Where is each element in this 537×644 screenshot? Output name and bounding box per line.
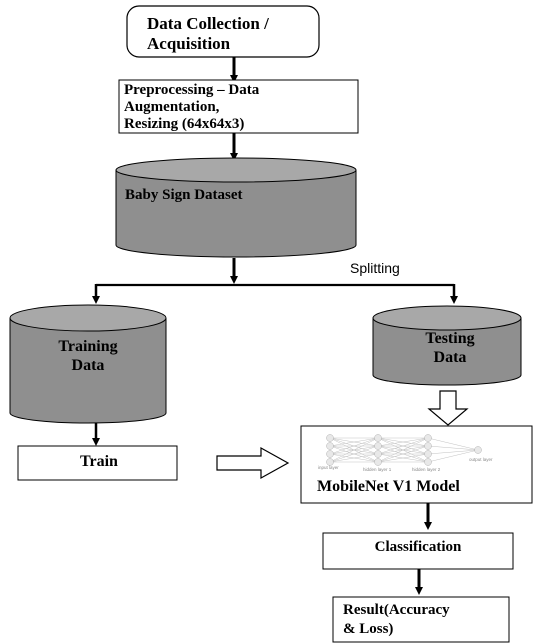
testing-data-label-line2: Data bbox=[434, 349, 467, 366]
data-collection-label-line1: Data Collection / bbox=[147, 14, 269, 33]
result-node: Result(Accuracy & Loss) bbox=[332, 596, 510, 643]
nn-input-layer-label: input layer bbox=[318, 465, 339, 470]
testing-data-label-line1: Testing bbox=[425, 330, 474, 347]
result-label-line2: & Loss) bbox=[343, 621, 393, 637]
training-data-label-line1: Training bbox=[58, 338, 117, 355]
preprocessing-label-line3: Resizing (64x64x3) bbox=[124, 116, 244, 132]
splitting-label: Splitting bbox=[350, 260, 400, 276]
model-node: input layer hidden layer 1 hidden layer … bbox=[300, 425, 533, 504]
train-node: Train bbox=[17, 445, 178, 481]
classification-node: Classification bbox=[322, 532, 514, 570]
neural-network-icon bbox=[326, 434, 482, 466]
training-data-label-line2: Data bbox=[72, 357, 105, 374]
nn-hidden-layer-1-label: hidden layer 1 bbox=[363, 467, 392, 472]
preprocessing-label-line1: Preprocessing – Data bbox=[124, 82, 260, 98]
hollow-arrow-testing-to-model bbox=[427, 390, 469, 426]
preprocessing-label-line2: Augmentation, bbox=[124, 99, 220, 115]
data-collection-node: Data Collection / Acquisition bbox=[126, 5, 320, 58]
split-connector bbox=[92, 283, 458, 304]
data-collection-label-line2: Acquisition bbox=[147, 34, 231, 53]
testing-data-cylinder: Testing Data bbox=[372, 305, 522, 386]
dataset-cylinder: Baby Sign Dataset bbox=[115, 157, 357, 258]
model-label: MobileNet V1 Model bbox=[317, 478, 460, 495]
nn-output-layer-label: output layer bbox=[469, 457, 493, 462]
result-label-line1: Result(Accuracy bbox=[343, 602, 450, 618]
classification-label: Classification bbox=[375, 539, 462, 555]
nn-hidden-layer-2-label: hidden layer 2 bbox=[412, 467, 441, 472]
preprocessing-node: Preprocessing – Data Augmentation, Resiz… bbox=[118, 79, 359, 134]
train-label: Train bbox=[80, 453, 118, 470]
training-data-cylinder: Training Data bbox=[9, 304, 167, 424]
hollow-arrow-train-to-model bbox=[216, 446, 290, 480]
dataset-label: Baby Sign Dataset bbox=[125, 187, 243, 203]
